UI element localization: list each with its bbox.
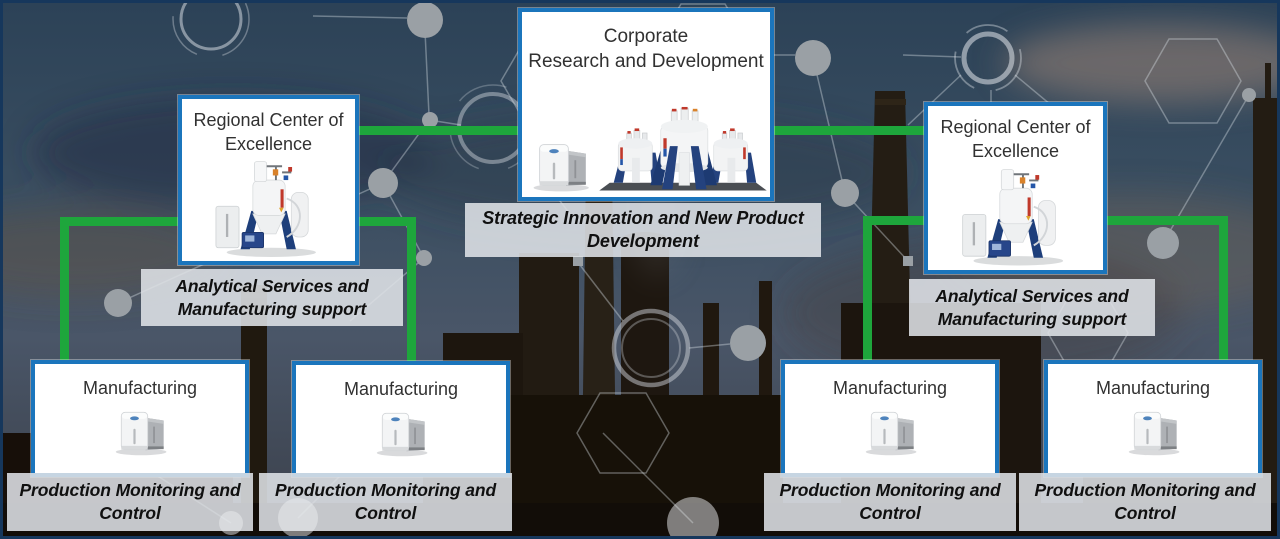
corporate-rnd-box: Corporate Research and Development xyxy=(518,8,774,201)
manufacturing-box-3: Manufacturing xyxy=(781,360,999,477)
analytical-caption-left-text: Analytical Services and Manufacturing su… xyxy=(175,275,369,319)
regional-coe-left-title: Regional Center of Excellence xyxy=(193,110,344,154)
corporate-title-line1: Corporate xyxy=(603,26,689,47)
connector-right-bracket-leg-2 xyxy=(1219,216,1228,364)
production-caption-1-text: Production Monitoring and Control xyxy=(19,480,241,523)
overlay-circle xyxy=(278,498,318,536)
analytical-caption-right-text: Analytical Services and Manufacturing su… xyxy=(935,285,1129,329)
production-caption-2-text: Production Monitoring and Control xyxy=(274,480,497,523)
regional-coe-left-box: Regional Center of Excellence xyxy=(178,95,359,265)
strategic-caption-text: Strategic Innovation and New Product Dev… xyxy=(482,207,804,251)
connector-right-bracket-leg-1 xyxy=(863,216,872,364)
manufacturing-title-1: Manufacturing xyxy=(82,378,198,398)
connector-corporate-right xyxy=(771,126,926,135)
strategic-caption: Strategic Innovation and New Product Dev… xyxy=(465,203,821,257)
manufacturing-box-2: Manufacturing xyxy=(292,361,510,477)
corporate-title-line2: Research and Development xyxy=(528,51,764,73)
benchtop-nmr-image xyxy=(368,406,434,458)
reaction-nmr-system-image xyxy=(956,165,1076,267)
regional-coe-right-title: Regional Center of Excellence xyxy=(940,117,1091,161)
regional-coe-right-box: Regional Center of Excellence xyxy=(924,102,1107,274)
manufacturing-box-4: Manufacturing xyxy=(1044,360,1262,477)
production-caption-3: Production Monitoring and Control xyxy=(764,473,1016,531)
benchtop-nmr-image xyxy=(107,405,173,457)
network-nodes xyxy=(104,3,1256,361)
corporate-rnd-title: Corporate Research and Development xyxy=(528,12,764,74)
benchtop-nmr-image xyxy=(1120,405,1186,457)
connector-corporate-left xyxy=(358,126,522,135)
production-caption-2: Production Monitoring and Control xyxy=(259,473,512,531)
production-caption-3-text: Production Monitoring and Control xyxy=(779,480,1001,523)
connector-left-bracket-leg-2 xyxy=(407,217,416,365)
production-caption-1: Production Monitoring and Control xyxy=(7,473,253,531)
manufacturing-title-2: Manufacturing xyxy=(343,379,459,399)
manufacturing-box-1: Manufacturing xyxy=(31,360,249,477)
production-caption-4-text: Production Monitoring and Control xyxy=(1034,480,1256,523)
benchtop-nmr-image xyxy=(524,136,596,194)
nmr-magnets-image xyxy=(598,106,768,194)
benchtop-nmr-image xyxy=(857,405,923,457)
reaction-nmr-system-image xyxy=(209,157,329,259)
connector-left-bracket-leg-1 xyxy=(60,217,69,364)
manufacturing-title-4: Manufacturing xyxy=(1095,378,1211,398)
analytical-caption-left: Analytical Services and Manufacturing su… xyxy=(141,269,403,326)
manufacturing-title-3: Manufacturing xyxy=(832,378,948,398)
production-caption-4: Production Monitoring and Control xyxy=(1019,473,1271,531)
overlay-circle xyxy=(219,511,243,535)
overlay-circle xyxy=(667,497,719,536)
analytical-caption-right: Analytical Services and Manufacturing su… xyxy=(909,279,1155,336)
